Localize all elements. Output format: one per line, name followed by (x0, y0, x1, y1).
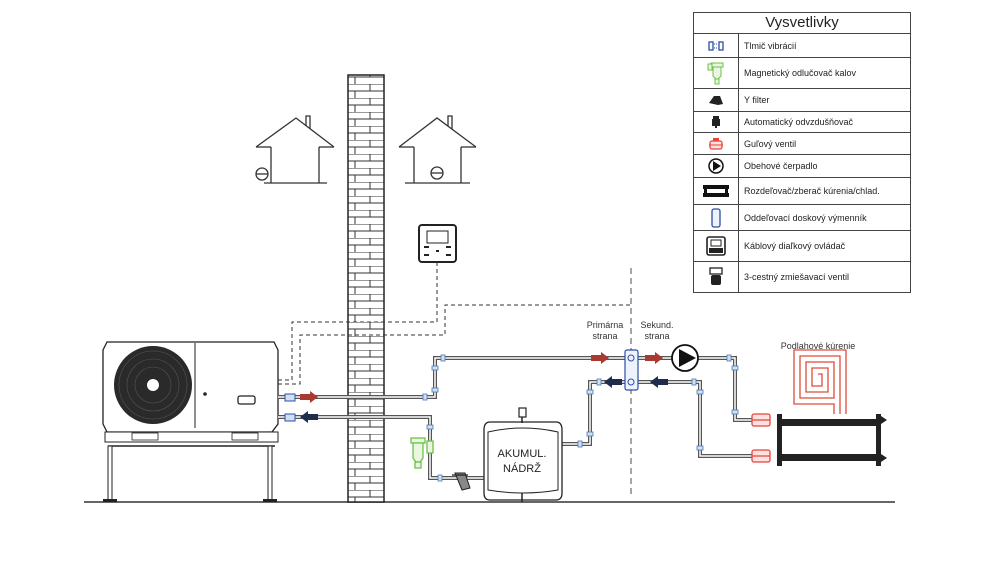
legend-label: 3-cestný zmiešavací ventil (744, 272, 850, 282)
legend-row: Automatický odvzdušňovač (694, 112, 910, 133)
legend-label: Rozdeľovač/zberač kúrenia/chlad. (744, 186, 880, 196)
plate-heat-exchanger (624, 349, 639, 391)
primary-side-label: Primárna strana (586, 320, 624, 341)
y-filter-icon (694, 89, 739, 111)
legend-title: Vysvetlivky (694, 13, 910, 34)
vibration-damper (284, 393, 296, 422)
legend-row: Rozdeľovač/zberač kúrenia/chlad. (694, 178, 910, 205)
legend-table: Vysvetlivky Tlmič vibrácií Magnetický od… (693, 12, 911, 293)
plate-heat-exchanger-icon (694, 205, 739, 230)
supply-flow-arrow (300, 352, 663, 403)
legend-row: Guľový ventil (694, 133, 910, 155)
legend-label: Y filter (744, 95, 770, 105)
magnetic-separator (410, 437, 434, 469)
tank-label: AKUMUL. NÁDRŽ (486, 447, 558, 477)
wired-controller (418, 224, 457, 263)
legend-row: Y filter (694, 89, 910, 112)
house-icon-left (255, 115, 335, 184)
heat-pump-outdoor-unit (102, 341, 279, 502)
legend-row: Oddeľovací doskový výmenník (694, 205, 910, 231)
wired-controller-icon (694, 231, 739, 261)
circulation-pump-icon (694, 155, 739, 177)
ball-valve (751, 413, 771, 463)
circulation-pump (671, 344, 699, 372)
legend-label: Káblový diaľkový ovládač (744, 241, 846, 251)
secondary-side-label: Sekund. strana (640, 320, 674, 341)
legend-row: Obehové čerpadlo (694, 155, 910, 178)
magnetic-separator-icon (694, 58, 739, 88)
air-vent-icon (694, 112, 739, 132)
y-filter (452, 472, 471, 491)
manifold (777, 414, 887, 466)
legend-label: Automatický odvzdušňovač (744, 117, 854, 127)
legend-row: Káblový diaľkový ovládač (694, 231, 910, 262)
three-way-mixing-valve-icon (694, 262, 739, 292)
return-flow-arrow (300, 376, 668, 423)
brick-wall (347, 74, 385, 503)
legend-row: Magnetický odlučovač kalov (694, 58, 910, 89)
legend-label: Tlmič vibrácií (744, 40, 797, 51)
floor-heating-label: Podlahové kúrenie (780, 341, 856, 351)
buffer-tank (483, 407, 563, 502)
floor-heating-coil (793, 349, 847, 414)
tank-label-line2: NÁDRŽ (503, 463, 541, 475)
vibration-damper-icon (694, 34, 739, 57)
ball-valve-icon (694, 133, 739, 154)
control-cables (274, 262, 630, 385)
legend-label: Oddeľovací doskový výmenník (744, 212, 867, 223)
pipe-fittings (422, 354, 739, 482)
manifold-icon (694, 178, 739, 204)
legend-label: Obehové čerpadlo (744, 161, 818, 171)
legend-row: 3-cestný zmiešavací ventil (694, 262, 910, 292)
tank-label-line1: AKUMUL. (497, 448, 547, 460)
house-icon-right (398, 115, 477, 184)
legend-row: Tlmič vibrácií (694, 34, 910, 58)
legend-label: Guľový ventil (744, 138, 797, 149)
legend-label: Magnetický odlučovač kalov (744, 68, 857, 78)
